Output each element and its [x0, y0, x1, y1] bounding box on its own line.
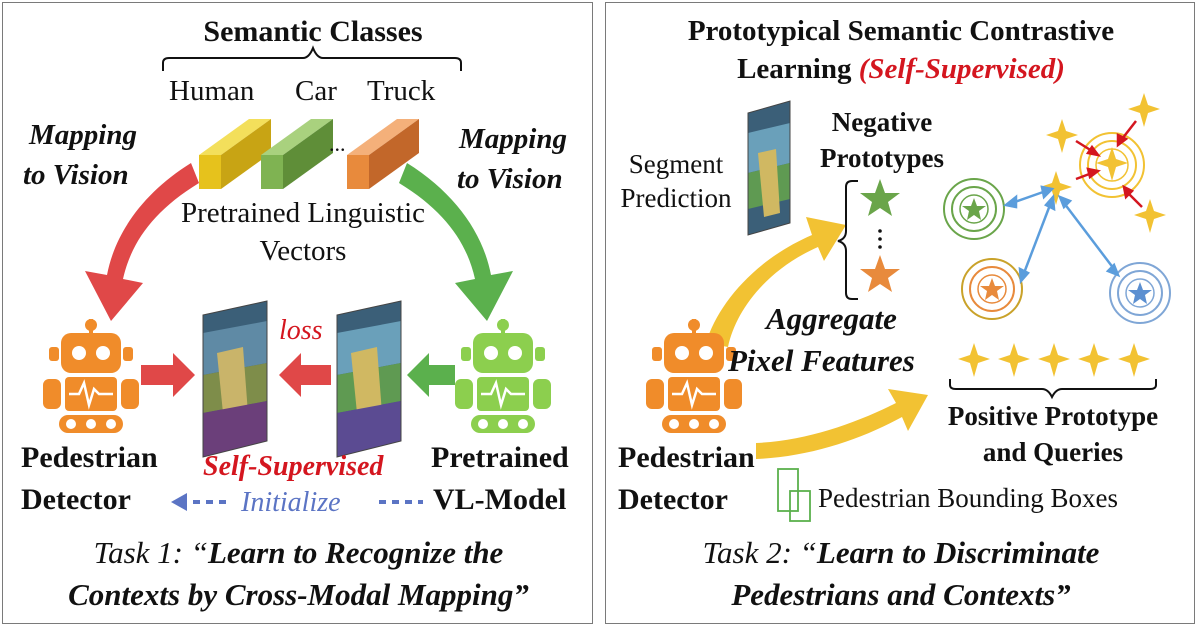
- query-star-4: [1134, 199, 1166, 233]
- task2-caption-prefix: Task 2: “: [702, 535, 817, 570]
- segment-prediction-label-1: Segment: [628, 149, 724, 179]
- mapping-label-right-1: Mapping: [459, 123, 567, 155]
- vl-model-label-1: Pretrained: [431, 441, 569, 474]
- linguistic-label-2: Vectors: [259, 235, 347, 267]
- vl-model-label-2: VL-Model: [433, 483, 567, 516]
- positive-star-1: [958, 343, 990, 377]
- aggregate-label-2: Pixel Features: [728, 343, 915, 378]
- detector-label-1: Pedestrian: [21, 441, 158, 474]
- mapping-label-right-2: to Vision: [457, 163, 563, 195]
- task2-panel: Prototypical Semantic Contrastive Learni…: [605, 2, 1195, 624]
- robot-icon-detector-2: [646, 319, 742, 433]
- semantic-classes-brace: [162, 45, 462, 71]
- robot-icon-vl-model: [455, 319, 551, 433]
- negative-prototypes-label-1: Negative: [831, 107, 933, 137]
- positive-star-5: [1118, 343, 1150, 377]
- vector-ellipsis: ...: [329, 131, 346, 156]
- task2-caption-line2: Pedestrians and Contexts”: [731, 577, 1071, 612]
- mapping-label-left-2: to Vision: [23, 159, 129, 191]
- prototype-circle-orange: [961, 258, 1023, 320]
- detector-label-2-2: Detector: [618, 483, 728, 516]
- detector-label-2-1: Pedestrian: [618, 441, 755, 474]
- negative-star-orange: [860, 255, 900, 292]
- self-supervised-label: Self-Supervised: [203, 451, 384, 482]
- detector-label-2: Detector: [21, 483, 131, 516]
- robot-icon-detector: [43, 319, 139, 433]
- task2-title-self-supervised: (Self-Supervised): [858, 53, 1065, 85]
- aggregate-arrow-down: [756, 389, 928, 459]
- prototype-circle-blue: [1109, 262, 1171, 324]
- aggregate-arrow-up: [706, 217, 846, 347]
- positive-brace: [949, 379, 1157, 400]
- positive-star-3: [1038, 343, 1070, 377]
- loss-label: loss: [279, 315, 323, 346]
- class-label-truck: Truck: [367, 75, 436, 107]
- class-label-human: Human: [169, 75, 255, 107]
- arrow-loss: [279, 353, 331, 397]
- arrow-detector-to-image: [141, 353, 195, 397]
- query-star-1: [1128, 93, 1160, 127]
- linguistic-vector-truck: [347, 119, 419, 189]
- query-star-3: [1040, 171, 1072, 205]
- task1-panel: Semantic Classes Human Car Truck ... Map…: [2, 2, 593, 624]
- task2-caption-text1: Learn to Discriminate: [816, 535, 1100, 570]
- query-star-2: [1046, 119, 1078, 153]
- task1-caption-line1: Task 1: “Learn to Recognize the: [3, 537, 594, 568]
- negative-brace: [837, 180, 858, 300]
- segment-prediction-label-2: Prediction: [620, 183, 732, 213]
- task2-title-learning: Learning: [737, 53, 859, 85]
- negative-star-green: [860, 179, 900, 216]
- positive-star-4: [1078, 343, 1110, 377]
- positive-label-2: and Queries: [982, 437, 1124, 467]
- semantic-classes-title: Semantic Classes: [203, 15, 423, 48]
- initialize-label: Initialize: [241, 487, 341, 518]
- task1-caption-line2: Contexts by Cross-Modal Mapping”: [68, 577, 529, 612]
- segmentation-image-left: [202, 300, 268, 458]
- task2-title-line2: Learning (Self-Supervised): [606, 55, 1196, 84]
- positive-label-1: Positive Prototype: [947, 401, 1159, 431]
- mapping-arrow-right: [399, 163, 513, 321]
- task1-caption-text1: Learn to Recognize the: [207, 535, 504, 570]
- class-label-car: Car: [295, 75, 337, 107]
- positive-star-2: [998, 343, 1030, 377]
- aggregate-label-1: Aggregate: [766, 301, 897, 336]
- arrow-vl-to-image: [407, 353, 455, 397]
- segmentation-image-right: [336, 300, 402, 458]
- initialize-arrowhead: [171, 493, 187, 511]
- task1-caption-prefix: Task 1: “: [93, 535, 208, 570]
- linguistic-vector-human: [199, 119, 271, 189]
- task1-graphics: [43, 45, 551, 511]
- task2-graphics: [646, 93, 1171, 522]
- push-arrows: [1003, 185, 1121, 285]
- linguistic-label-1: Pretrained Linguistic: [180, 197, 426, 229]
- bounding-box-label: Pedestrian Bounding Boxes: [818, 483, 1118, 513]
- prototype-circle-green: [943, 178, 1005, 240]
- bounding-box-icon: [777, 468, 811, 522]
- negative-prototypes-label-2: Prototypes: [820, 143, 944, 173]
- pull-arrows: [1075, 120, 1143, 208]
- mapping-arrow-left: [85, 163, 199, 321]
- task2-caption-line1: Task 2: “Learn to Discriminate: [606, 537, 1196, 568]
- task2-title-line1: Prototypical Semantic Contrastive: [687, 15, 1115, 47]
- segment-prediction-image: [747, 100, 791, 236]
- linguistic-vector-car: [261, 119, 333, 189]
- mapping-label-left-1: Mapping: [29, 119, 137, 151]
- prototype-circle-gold: [1079, 132, 1145, 198]
